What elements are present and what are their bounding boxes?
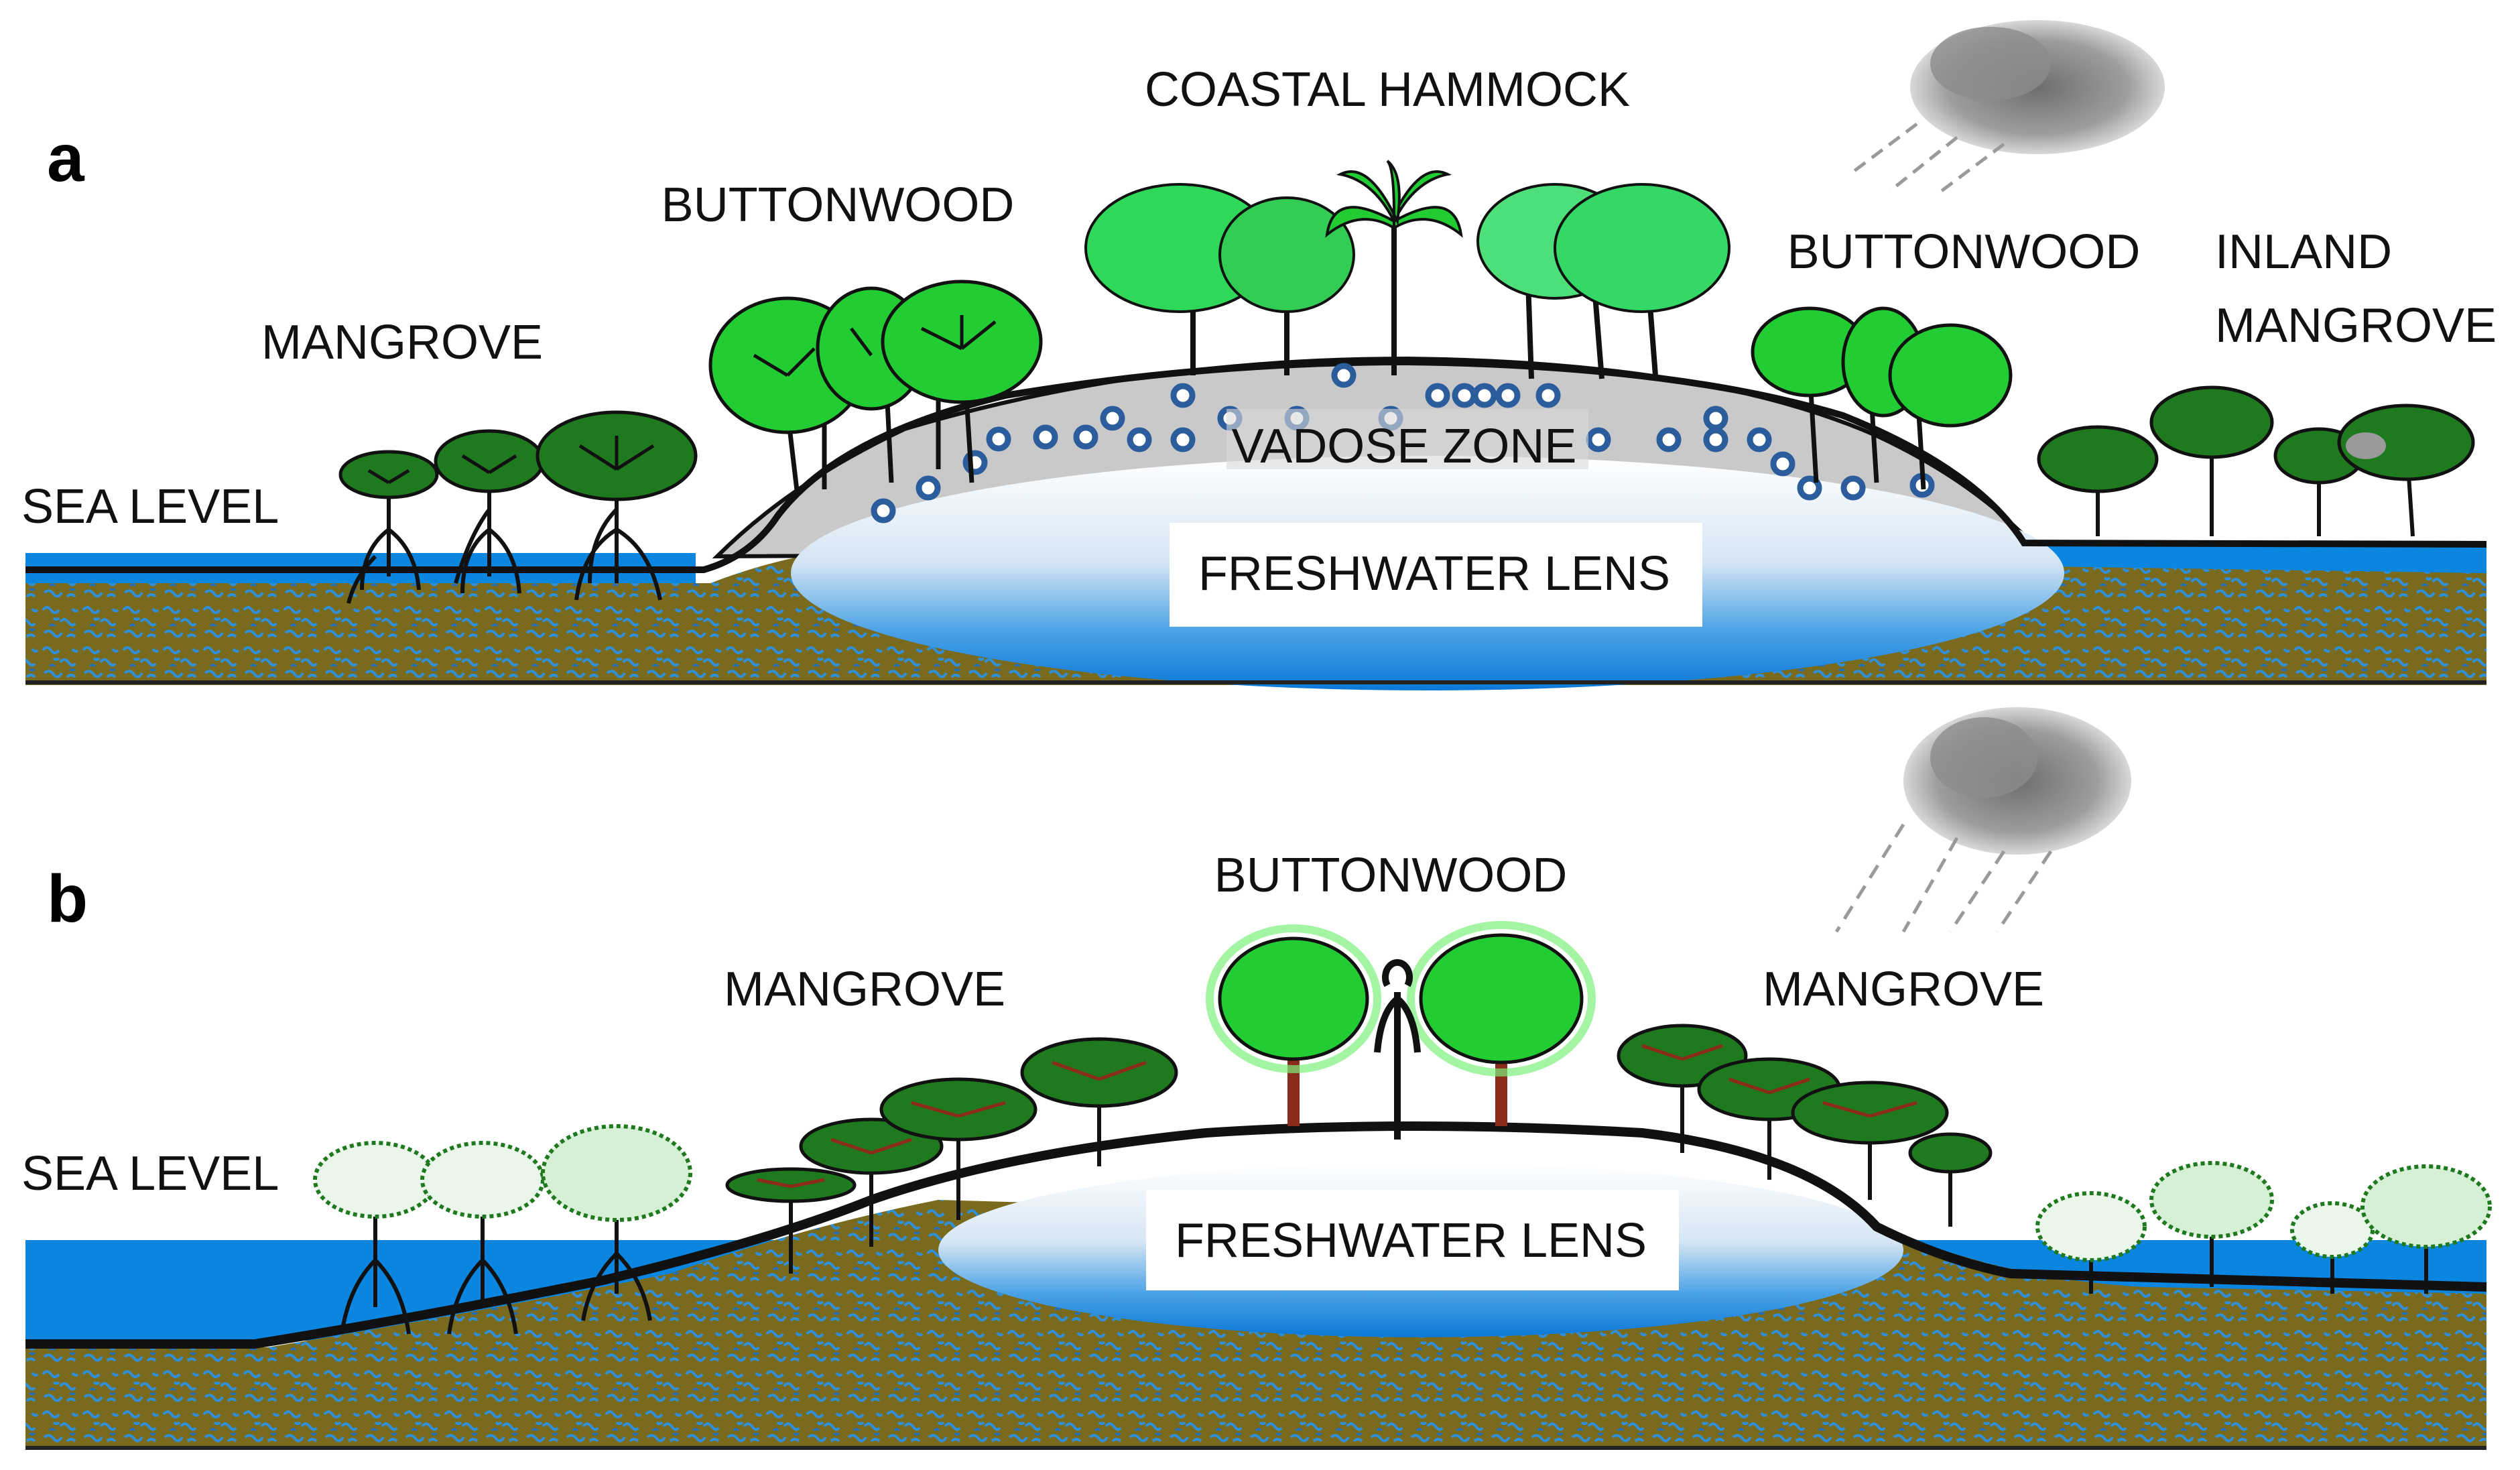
panel-a — [25, 20, 2487, 690]
freshwater-lens-label-box-a — [1170, 523, 1702, 627]
labels: a COASTAL HAMMOCK BUTTONWOOD MANGROVE BU… — [21, 63, 2497, 1268]
panel-a-letter: a — [47, 121, 85, 196]
label-buttonwood-a-left: BUTTONWOOD — [662, 178, 1015, 232]
mangrove-trees-a-left — [338, 410, 698, 604]
label-inland-line2: MANGROVE — [2215, 299, 2497, 353]
buttonwood-trees-a-left — [708, 280, 1043, 497]
label-freshwater-lens-a: FRESHWATER LENS — [1198, 547, 1670, 601]
label-buttonwood-b: BUTTONWOOD — [1214, 849, 1568, 902]
rain-cloud-b — [1834, 707, 2131, 933]
label-mangrove-a: MANGROVE — [261, 316, 543, 369]
rain-cloud-a — [1848, 20, 2165, 196]
label-vadose-zone: VADOSE ZONE — [1232, 420, 1577, 473]
ground-line-b — [25, 1121, 2487, 1349]
label-sea-level-b: SEA LEVEL — [21, 1147, 279, 1201]
label-coastal-hammock: COASTAL HAMMOCK — [1145, 63, 1630, 117]
panel-b — [25, 707, 2492, 1450]
pale-trees-b-left — [313, 1124, 692, 1335]
label-sea-level-a: SEA LEVEL — [21, 480, 279, 534]
freshwater-lens-label-box-b — [1146, 1190, 1679, 1290]
panel-b-letter: b — [47, 861, 88, 936]
buttonwood-trees-a-right — [1751, 306, 2013, 490]
vadose-zone-label-box — [1226, 409, 1588, 469]
label-freshwater-lens-b: FRESHWATER LENS — [1175, 1214, 1647, 1268]
buttonwood-trees-b — [1206, 921, 1596, 1140]
inland-mangrove-trees-a — [2037, 385, 2475, 537]
coastal-hammock-trees-a — [1084, 160, 1730, 379]
mangrove-trees-b-right — [1617, 1024, 1993, 1227]
pale-trees-b-right — [2035, 1161, 2492, 1294]
mangrove-trees-b-left — [725, 1037, 1178, 1274]
label-buttonwood-a-right: BUTTONWOOD — [1787, 225, 2141, 279]
label-inland-line1: INLAND — [2215, 225, 2392, 279]
label-mangrove-b-right: MANGROVE — [1763, 963, 2044, 1016]
label-mangrove-b-left: MANGROVE — [724, 963, 1005, 1016]
